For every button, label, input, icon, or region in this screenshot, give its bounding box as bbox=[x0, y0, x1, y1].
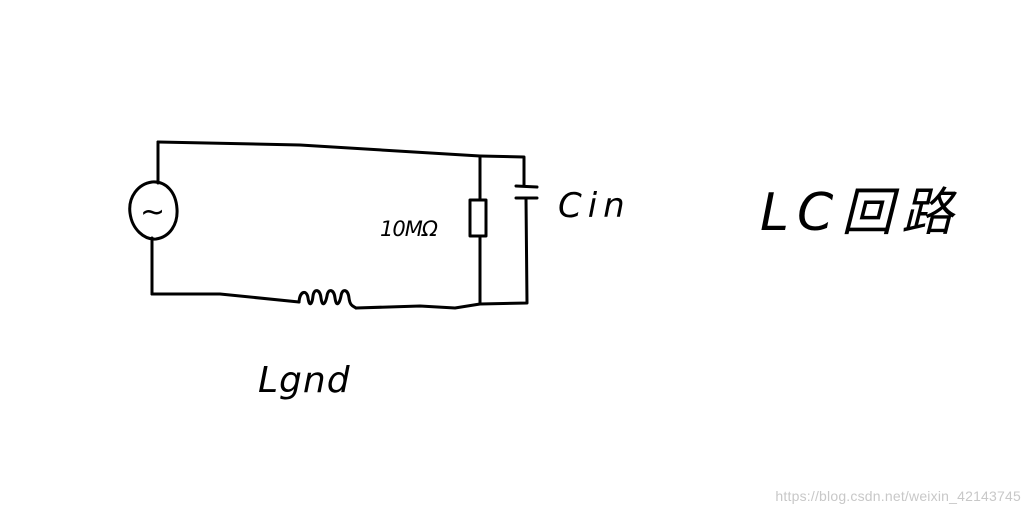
ac-source: ~ bbox=[128, 180, 179, 241]
ac-source-circle bbox=[128, 180, 179, 241]
wire-bottom-left bbox=[150, 292, 301, 304]
resistor-label: 10MΩ bbox=[380, 217, 438, 241]
ac-source-symbol: ~ bbox=[140, 195, 165, 230]
inductor-coil bbox=[297, 289, 358, 310]
inductor bbox=[297, 289, 358, 310]
diagram-title: LC回路 bbox=[760, 183, 961, 243]
wire-top bbox=[156, 140, 482, 158]
wire-cap-bottom bbox=[478, 196, 529, 306]
wire-bottom-right bbox=[354, 302, 482, 310]
resistor bbox=[468, 198, 488, 238]
capacitor-label: Cin bbox=[558, 186, 631, 226]
wires bbox=[150, 140, 529, 310]
watermark-url: https://blog.csdn.net/weixin_42143745 bbox=[775, 488, 1021, 504]
capacitor-plate-top bbox=[514, 184, 539, 189]
wire-top-cap bbox=[478, 154, 526, 188]
resistor-body bbox=[468, 198, 488, 238]
capacitor bbox=[514, 184, 539, 200]
inductor-label: Lgnd bbox=[258, 360, 351, 401]
